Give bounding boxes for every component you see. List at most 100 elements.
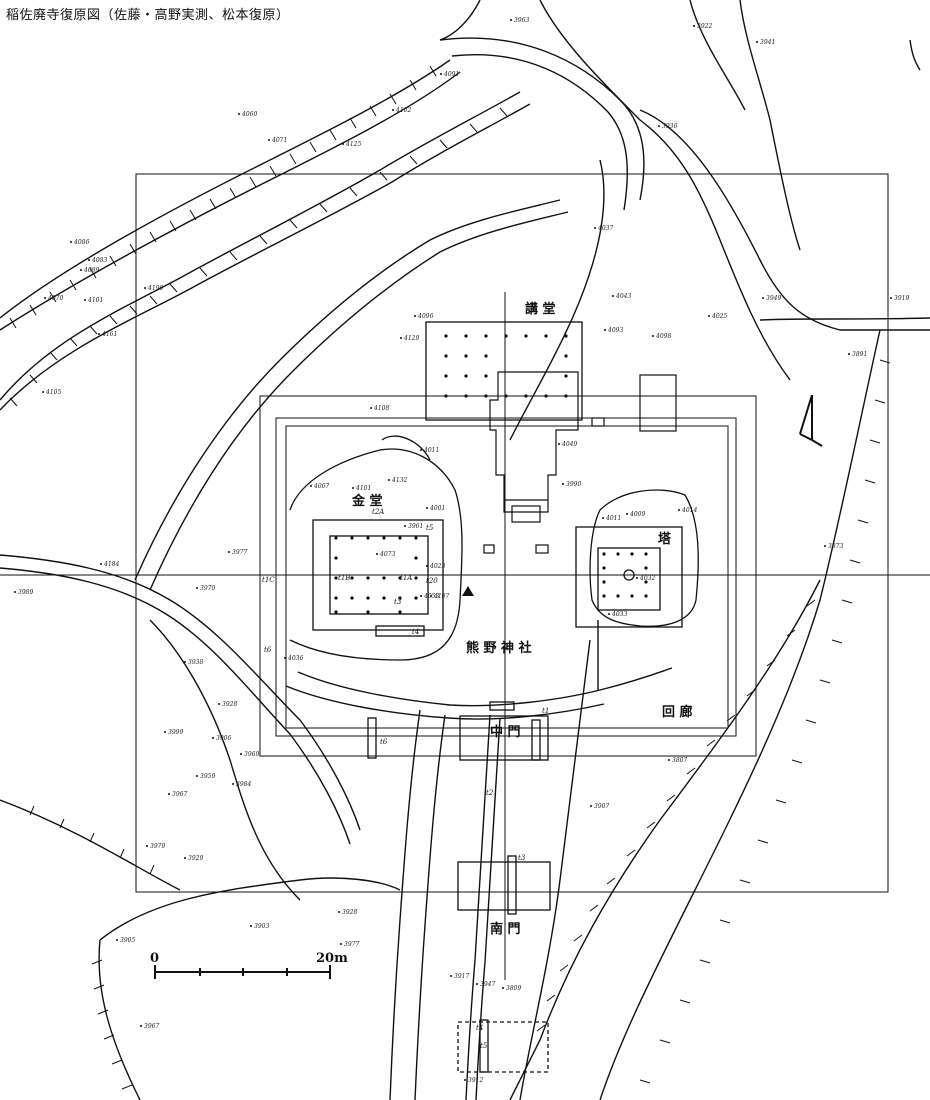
spot-elevation-dot	[340, 943, 342, 945]
spot-elevation: 4033	[611, 611, 627, 618]
spot-elevation: 4011	[423, 447, 439, 454]
spot-elevations: 3963392239414091410241254071406040864083…	[14, 17, 909, 1084]
spot-elevation: 3809	[506, 985, 521, 992]
spot-elevation: 3938	[188, 659, 203, 666]
spot-elevation: 4132	[391, 477, 407, 484]
spot-elevation-dot	[440, 73, 442, 75]
label-middle-gate: 中 門	[490, 724, 521, 740]
spot-elevation-dot	[196, 775, 198, 777]
spot-elevation-dot	[590, 805, 592, 807]
spot-elevation-dot	[678, 509, 680, 511]
spot-elevation: 4098	[655, 333, 671, 340]
pagoda	[575, 489, 699, 628]
spot-elevation: 4060	[241, 111, 257, 118]
svg-text:t3: t3	[394, 598, 402, 606]
spot-elevation: 3891	[852, 351, 867, 358]
spot-elevation: 4049	[561, 441, 577, 448]
spot-elevation: 3967	[172, 791, 187, 798]
svg-text:t2A: t2A	[372, 508, 384, 516]
spot-elevation-dot	[502, 987, 504, 989]
spot-elevation-dot	[284, 657, 286, 659]
scale-start: 0	[150, 951, 159, 966]
trench-labels: t1 t2 t3 t4 t5 t6 t1A t1B t1C t2A t20 t3…	[262, 508, 549, 1050]
spot-elevation-dot	[762, 297, 764, 299]
spot-elevation-dot	[338, 911, 340, 913]
spot-elevation: 3967	[144, 1023, 159, 1030]
spot-elevation: 3941	[760, 39, 775, 46]
spot-elevation: 3949	[766, 295, 781, 302]
spot-elevation-dot	[250, 925, 252, 927]
spot-elevation-dot	[426, 565, 428, 567]
spot-elevation-dot	[168, 793, 170, 795]
spot-elevation: 4032	[639, 575, 655, 582]
spot-elevation-dot	[388, 479, 390, 481]
spot-elevation-dot	[420, 595, 422, 597]
spot-elevation-dot	[116, 939, 118, 941]
spot-elevation: 3873	[828, 543, 843, 550]
spot-elevation: 4125	[345, 141, 361, 148]
label-shrine: 熊 野 神 社	[466, 640, 532, 656]
svg-text:t1B: t1B	[338, 574, 350, 582]
spot-elevation: 4105	[45, 389, 61, 396]
spot-elevation-dot	[562, 483, 564, 485]
spot-elevation-dot	[450, 975, 452, 977]
spot-elevation: 3907	[594, 803, 609, 810]
spot-elevation: 4073	[379, 551, 395, 558]
spot-elevation: 3905	[120, 937, 135, 944]
label-corridor: 回 廊	[662, 704, 693, 720]
spot-elevation: 4037	[597, 225, 613, 232]
spot-elevation: 4043	[615, 293, 631, 300]
spot-elevation-dot	[693, 25, 695, 27]
spot-elevation: 3999	[168, 729, 183, 736]
svg-text:t5: t5	[480, 1042, 488, 1050]
north-arrow	[799, 394, 823, 447]
spot-elevation-dot	[184, 857, 186, 859]
spot-elevation-dot	[84, 299, 86, 301]
spot-elevation-dot	[414, 315, 416, 317]
spot-elevation-dot	[612, 295, 614, 297]
spot-elevation-dot	[80, 269, 82, 271]
label-lecture-hall: 講 堂	[525, 301, 556, 317]
spot-elevation: 3906	[216, 735, 231, 742]
svg-text:t3: t3	[518, 854, 526, 862]
map-title: 稲佐廃寺復原図（佐藤・高野実測、松本復原）	[6, 8, 290, 23]
spot-elevation: 3917	[454, 973, 469, 980]
spot-elevation: 3977	[344, 941, 359, 948]
spot-elevation-dot	[88, 259, 90, 261]
spot-elevation-dot	[708, 315, 710, 317]
spot-elevation-dot	[14, 591, 16, 593]
spot-elevation: 4101	[87, 297, 103, 304]
spot-elevation: 4014	[681, 507, 697, 514]
spot-elevation-dot	[352, 487, 354, 489]
middle-gate	[367, 701, 549, 761]
spot-elevation: 4089	[83, 267, 99, 274]
spot-elevation: 4096	[417, 313, 433, 320]
spot-elevation-dot	[342, 143, 344, 145]
spot-elevation: 3936	[662, 123, 677, 130]
svg-text:t1: t1	[542, 707, 549, 715]
spot-elevation-dot	[476, 983, 478, 985]
spot-elevation-dot	[146, 845, 148, 847]
spot-elevation: 4161	[101, 331, 117, 338]
lecture-hall	[425, 321, 583, 421]
spot-elevation: 4108	[373, 405, 389, 412]
spot-elevation: 4093	[607, 327, 623, 334]
scale-bar	[154, 965, 331, 979]
spot-elevation: 3919	[894, 295, 909, 302]
svg-text:t4: t4	[476, 1024, 483, 1032]
spot-elevation: 3807	[672, 757, 687, 764]
spot-elevation-dot	[184, 661, 186, 663]
spot-elevation: 3990	[566, 481, 581, 488]
svg-text:t5: t5	[426, 524, 434, 532]
spot-elevation-dot	[44, 297, 46, 299]
spot-elevation-dot	[426, 507, 428, 509]
svg-text:t20: t20	[426, 577, 438, 585]
spot-elevation-dot	[42, 391, 44, 393]
spot-elevation-dot	[240, 753, 242, 755]
spot-elevation: 3928	[222, 701, 237, 708]
spot-elevation-dot	[636, 577, 638, 579]
shrine-building	[483, 371, 677, 554]
svg-text:t2: t2	[486, 789, 494, 797]
spot-elevation-dot	[890, 297, 892, 299]
